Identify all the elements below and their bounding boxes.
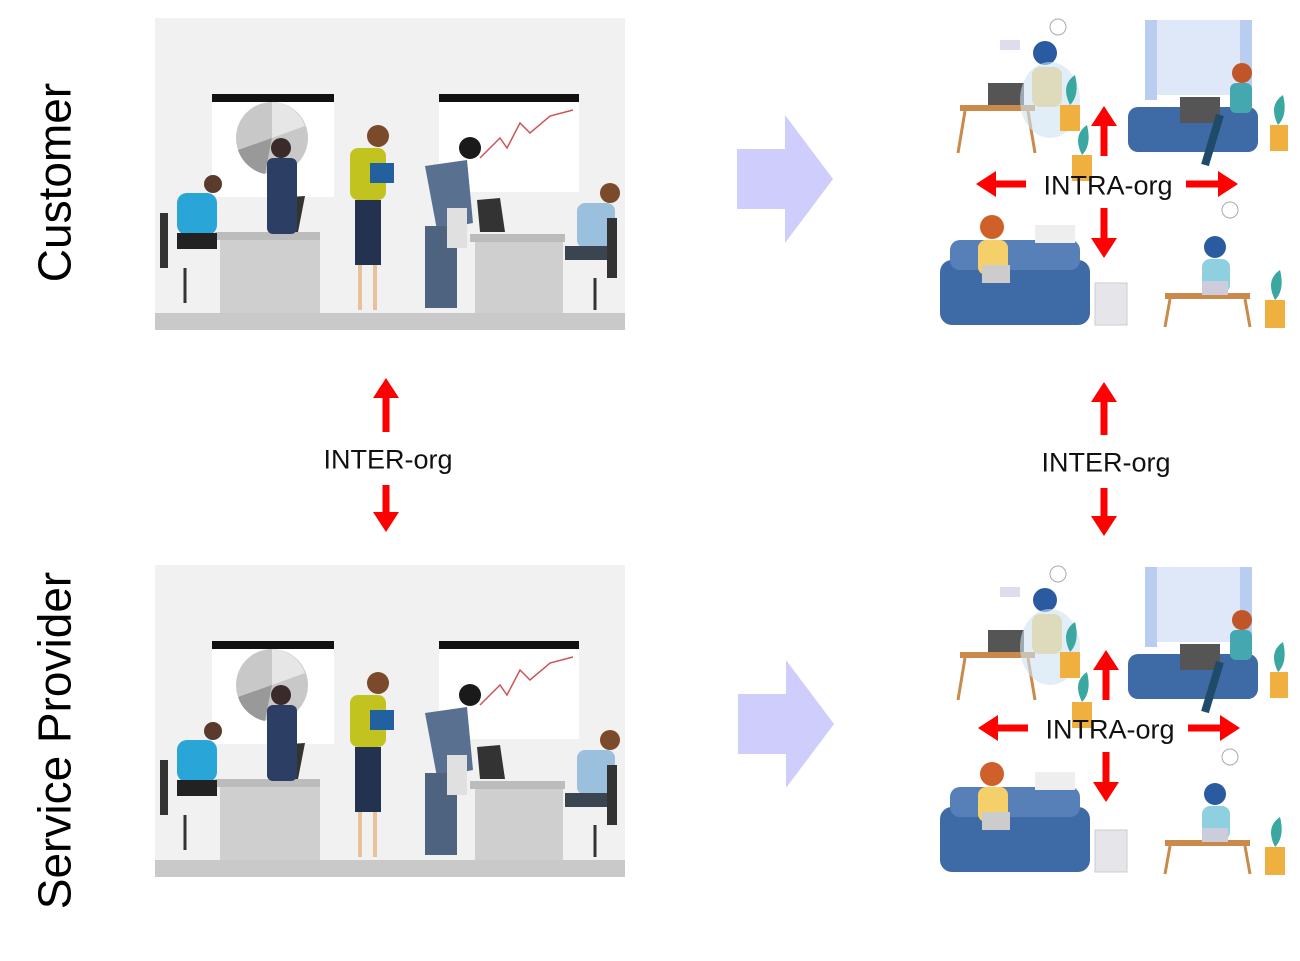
transition-arrow-icon [738, 660, 834, 788]
red-arrow-icon [1091, 106, 1117, 156]
intra-org-label-bottom: INTRA-org [1045, 714, 1175, 745]
office-scene-customer [155, 18, 625, 330]
remote-work-scene-service-provider [940, 565, 1288, 875]
transition-arrow-icon [737, 115, 833, 243]
intra-org-label-top: INTRA-org [1043, 170, 1173, 201]
red-arrow-icon [373, 485, 399, 532]
red-arrow-icon [373, 378, 399, 432]
red-arrow-icon [1188, 715, 1240, 741]
red-arrow-icon [976, 171, 1026, 197]
red-arrow-icon [1091, 208, 1117, 258]
red-arrow-icon [1091, 382, 1117, 435]
red-arrow-icon [1093, 752, 1119, 802]
red-arrow-icon [978, 715, 1028, 741]
inter-org-label-right: INTER-org [1041, 447, 1171, 478]
remote-work-scene-customer [940, 18, 1288, 328]
red-arrow-icon [1093, 650, 1119, 700]
office-scene-service-provider [155, 565, 625, 877]
red-arrow-icon [1091, 488, 1117, 536]
red-arrow-icon [1186, 171, 1238, 197]
inter-org-label-left: INTER-org [323, 444, 453, 475]
